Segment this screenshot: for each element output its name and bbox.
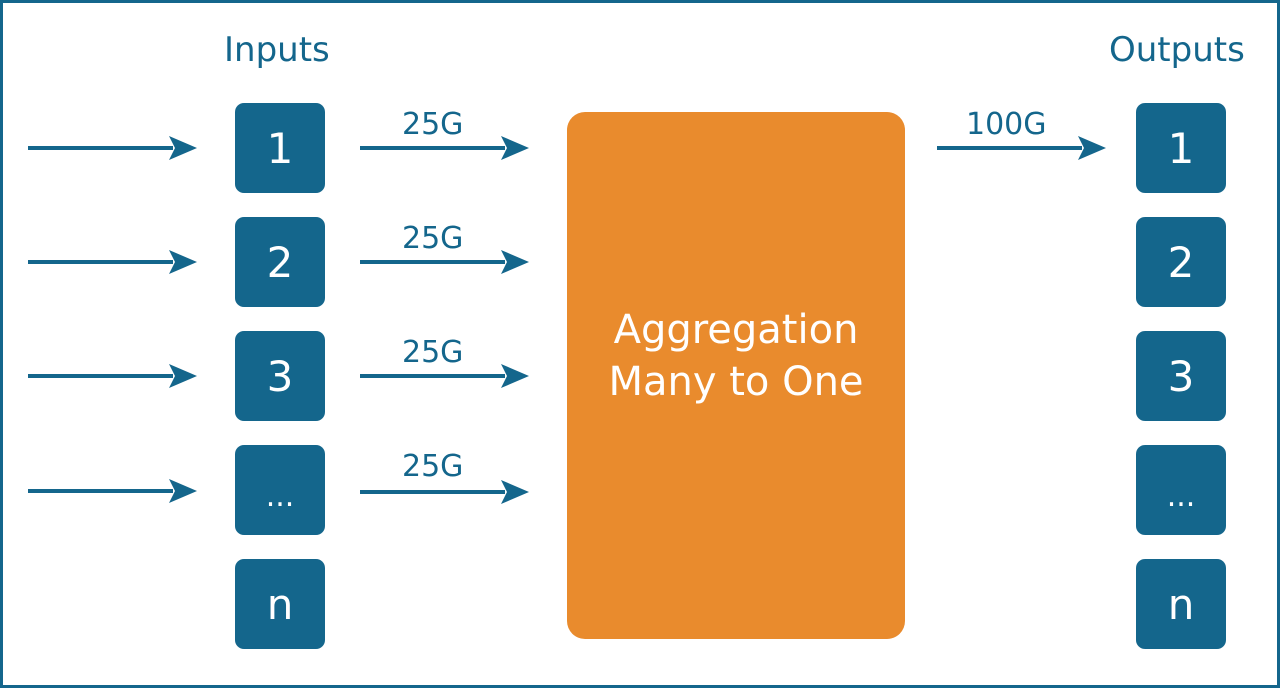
- input-link-rate-4: 25G: [402, 449, 464, 484]
- source-arrow-1: [28, 136, 197, 160]
- output-port-3: 3: [1136, 331, 1226, 421]
- input-port-3: 3: [235, 331, 325, 421]
- output-port-1: 1: [1136, 103, 1226, 193]
- output-port-2: 2: [1136, 217, 1226, 307]
- input-link-rate-2: 25G: [402, 221, 464, 256]
- output-port-ellipsis: ...: [1136, 445, 1226, 535]
- input-port-1: 1: [235, 103, 325, 193]
- outputs-heading: Outputs: [1109, 30, 1245, 70]
- aggregation-subtitle: Many to One: [608, 358, 864, 405]
- output-port-n: n: [1136, 559, 1226, 649]
- input-port-ellipsis: ...: [235, 445, 325, 535]
- output-link-rate: 100G: [966, 107, 1047, 142]
- input-link-rate-3: 25G: [402, 335, 464, 370]
- input-port-n: n: [235, 559, 325, 649]
- input-port-2: 2: [235, 217, 325, 307]
- inputs-heading: Inputs: [224, 30, 330, 70]
- input-link-rate-1: 25G: [402, 107, 464, 142]
- source-arrow-4: [28, 479, 197, 503]
- aggregation-block: Aggregation Many to One: [567, 112, 905, 639]
- source-arrow-2: [28, 250, 197, 274]
- source-arrow-3: [28, 364, 197, 388]
- aggregation-title: Aggregation: [613, 306, 859, 353]
